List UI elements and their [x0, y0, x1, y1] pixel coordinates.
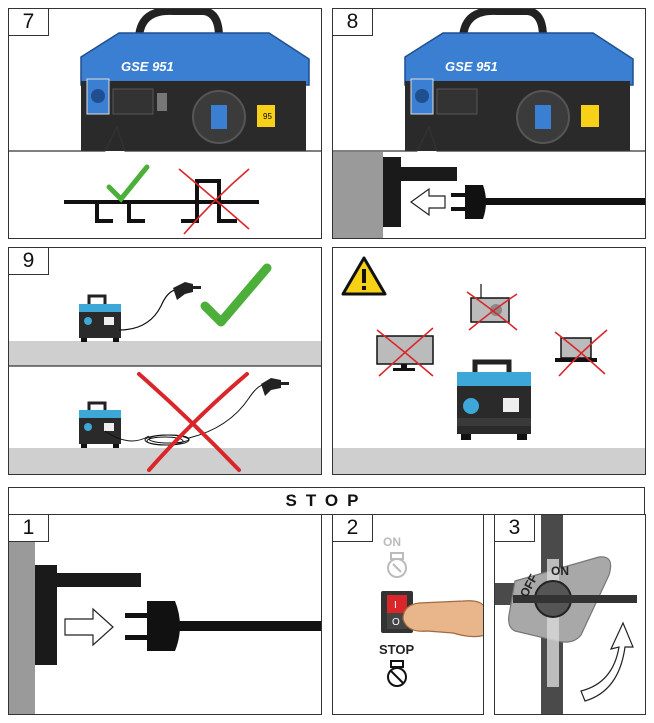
panel-interference-warning [332, 247, 646, 475]
stop-step-number-1: 1 [9, 515, 49, 542]
coiled-cable [104, 384, 264, 446]
socket [35, 565, 141, 665]
plug-icon [125, 601, 321, 651]
svg-text:O: O [392, 617, 400, 628]
small-generator-wrong [79, 401, 121, 448]
switch-on-label: ON [383, 535, 401, 549]
stop-step-1: 1 [8, 514, 322, 715]
cross-icon [554, 329, 608, 377]
svg-text:I: I [394, 600, 397, 611]
panel-9-illustration [9, 263, 321, 474]
socket [383, 157, 457, 227]
check-icon [106, 164, 150, 203]
stop-step-2: 2 ON STOP I O [332, 514, 484, 715]
generator-brand: GSE 951 [121, 59, 174, 74]
panel-number-8: 8 [333, 9, 373, 36]
cross-icon [466, 291, 518, 331]
generator-brand: GSE 951 [445, 59, 498, 74]
generator-image [457, 359, 531, 440]
generator-image: GSE 951 [404, 9, 634, 151]
monitor-icon [376, 335, 434, 371]
panel-7: 7 95 GSE 951 [8, 8, 322, 239]
panel-interference-illustration [333, 256, 645, 474]
panel-8-illustration: GSE 951 [333, 9, 645, 238]
cross-icon [178, 168, 250, 235]
check-icon [200, 263, 272, 327]
stop-step-3: 3 ON OFF [494, 514, 646, 715]
valve-on-label: ON [551, 564, 569, 578]
panel-7-illustration: 95 GSE 951 [9, 9, 321, 238]
wall [9, 542, 35, 714]
drill-icon [173, 282, 201, 300]
rotate-arrow-icon [580, 621, 634, 702]
stop-step-3-illustration [495, 515, 637, 714]
small-generator-correct [79, 294, 121, 342]
panel-number-7: 7 [9, 9, 49, 36]
switch-stop-label: STOP [379, 642, 415, 657]
wall [333, 152, 383, 238]
ground-wiring-correct [64, 179, 259, 223]
stop-engine-icon [387, 660, 407, 687]
panel-9: 9 [8, 247, 322, 475]
stop-step-1-illustration [9, 542, 321, 714]
cross-icon [137, 372, 249, 472]
cross-icon [376, 327, 434, 377]
plug-icon [451, 185, 645, 219]
panel-8: 8 GSE 951 [332, 8, 646, 239]
generator-image: 95 GSE 951 [80, 9, 310, 151]
generator-badge: 95 [263, 112, 272, 121]
on-engine-icon [387, 552, 407, 578]
stop-step-2-illustration: I O [381, 552, 483, 687]
stop-step-number-3: 3 [495, 515, 535, 542]
push-arrow-icon [64, 607, 114, 647]
warning-icon [341, 256, 387, 296]
finger-icon [402, 600, 483, 638]
panel-number-9: 9 [9, 248, 49, 275]
push-arrow-icon [409, 187, 446, 217]
drill-icon [261, 378, 289, 396]
stop-section-title: STOP [8, 487, 645, 515]
short-cable [118, 289, 176, 331]
stop-step-number-2: 2 [333, 515, 373, 542]
